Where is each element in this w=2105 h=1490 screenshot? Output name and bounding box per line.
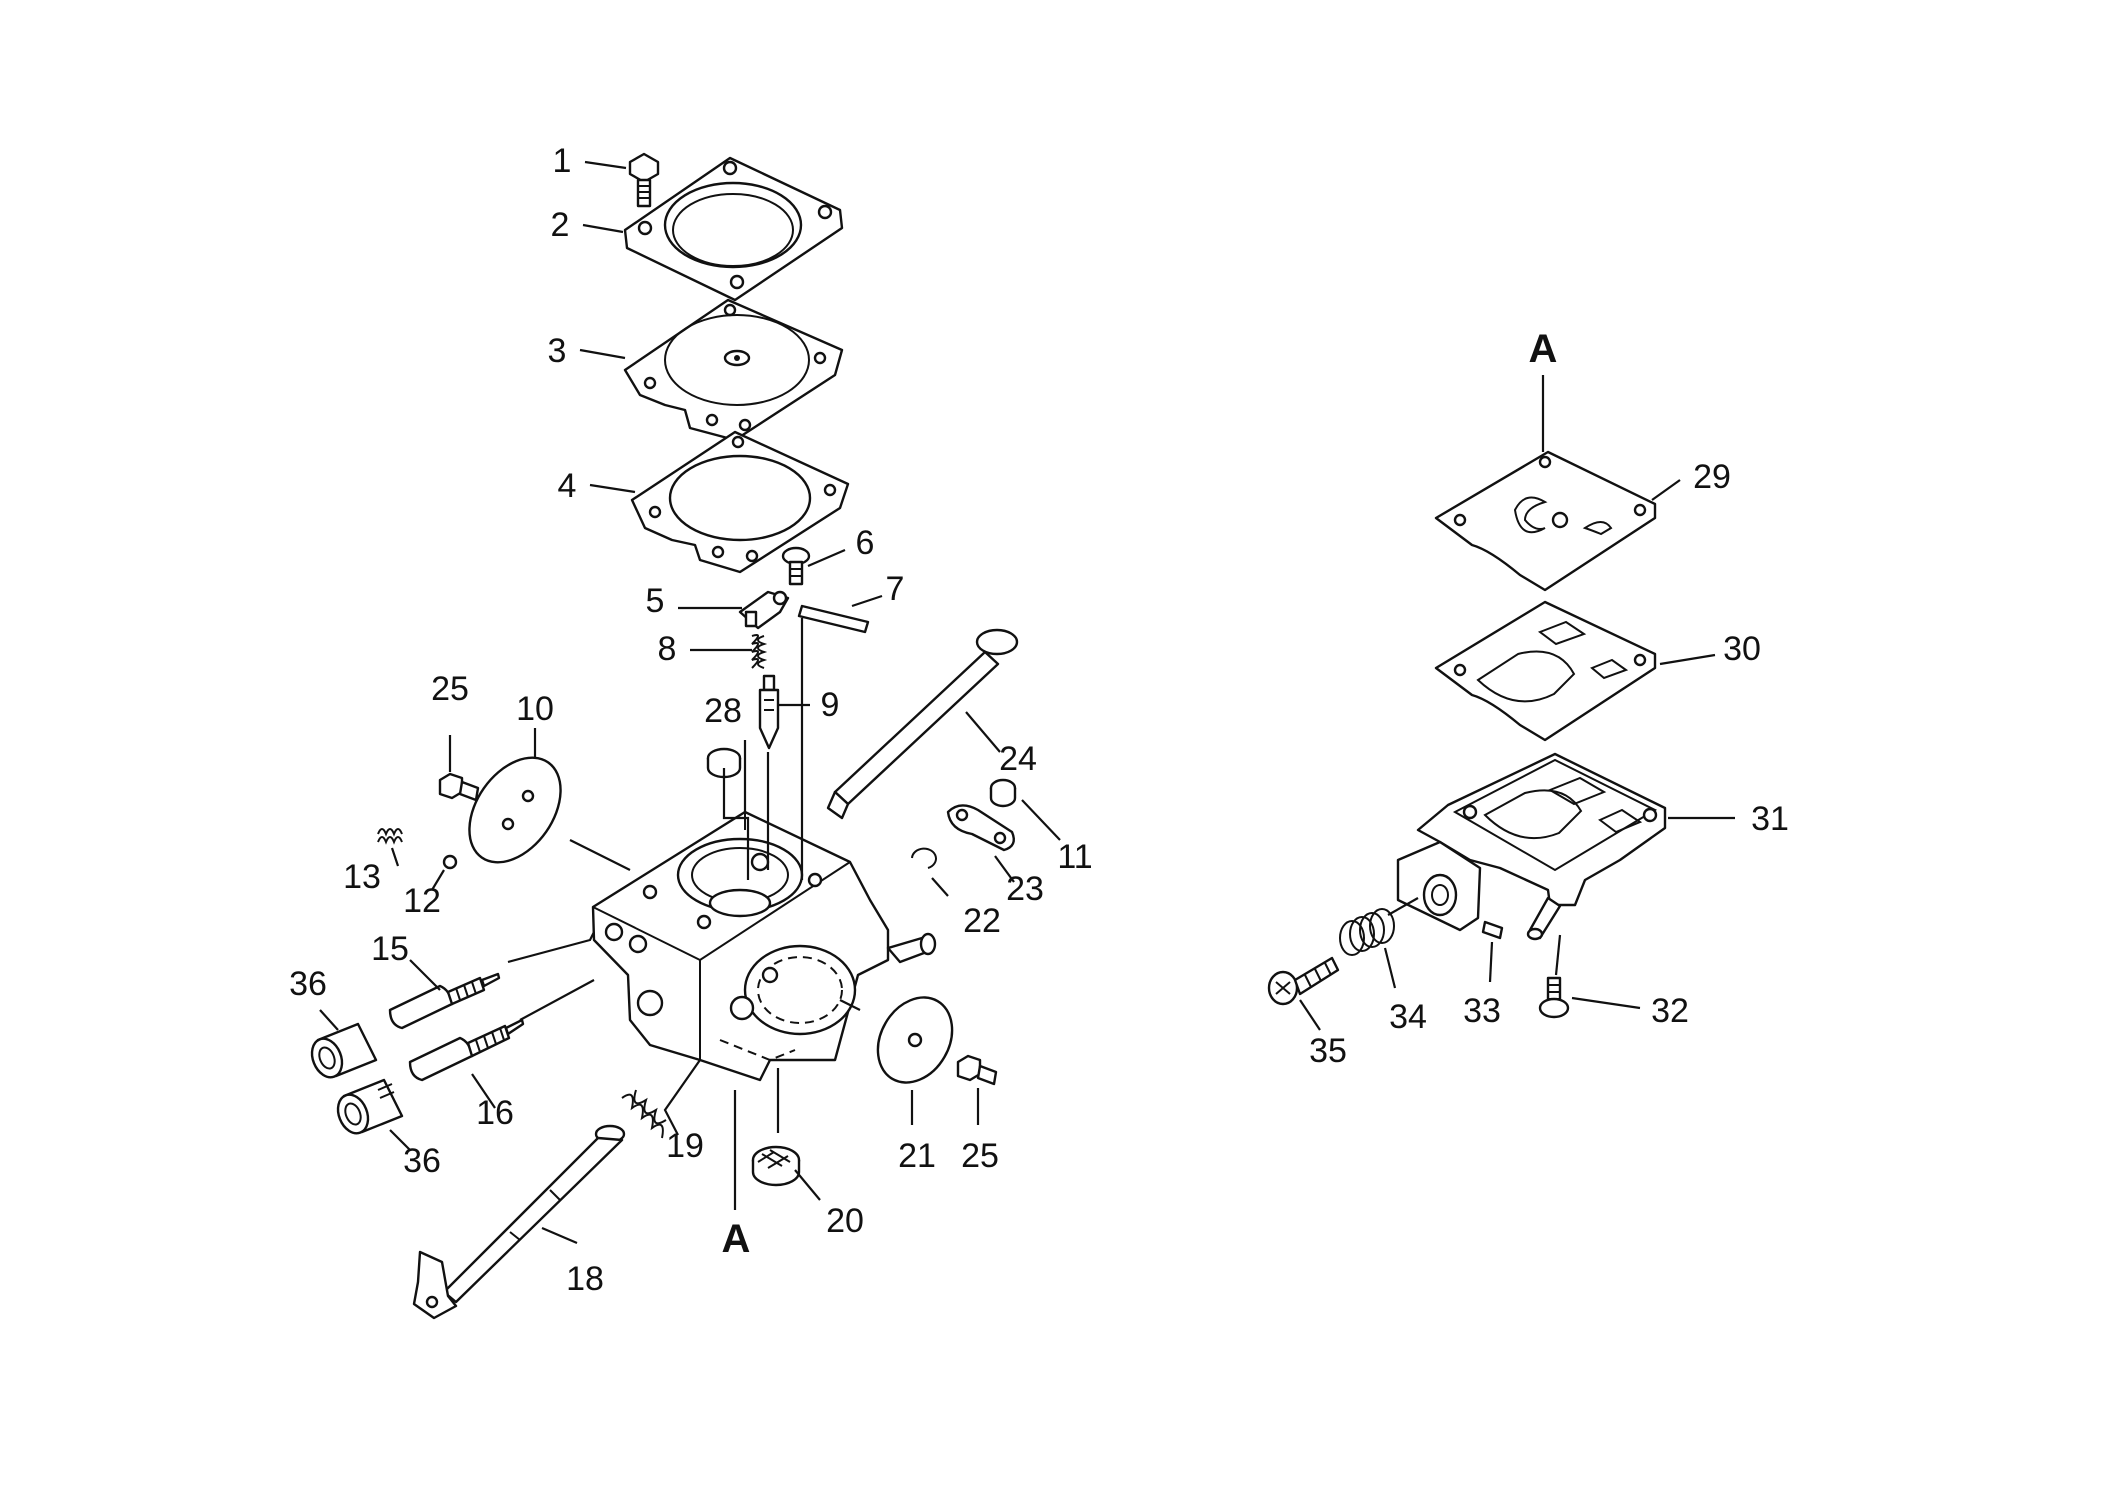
part-36-limiter-cap-upper [310,1022,378,1079]
callout-35: 35 [1309,1032,1347,1070]
callout-1: 1 [553,142,572,180]
parts-left-assembly [310,152,1019,1320]
callout-16: 16 [476,1094,514,1132]
callout-9: 9 [821,686,840,724]
part-10-throttle-plate [468,756,562,864]
callout-2: 2 [551,206,570,244]
part-33-pin [1481,920,1504,940]
callout-21: 21 [898,1137,936,1175]
callout-25-lower: 25 [961,1137,999,1175]
callout-36-lower: 36 [403,1142,441,1180]
callout-23: 23 [1006,870,1044,908]
part-23-stop-plate [946,804,1015,852]
part-2-pump-cover [623,156,844,302]
callout-labels: 1 2 3 4 5 6 7 8 9 10 11 12 13 15 16 18 1… [289,142,1789,1298]
part-11-screw [989,778,1017,808]
part-32-screw [1538,976,1570,1019]
callout-13: 13 [343,858,381,896]
callout-36-upper: 36 [289,965,327,1003]
part-12-ball [442,854,458,870]
part-34-spring [1339,908,1395,956]
callout-34: 34 [1389,998,1427,1036]
leader-lines [319,160,1735,1245]
callout-25-upper: 25 [431,670,469,708]
reference-mark-a-right: A [1529,327,1558,371]
part-13-spring [377,828,403,845]
part-31-pump-body [1396,752,1667,941]
callout-30: 30 [1723,630,1761,668]
part-21-disc [876,996,954,1084]
part-36-limiter-cap-lower [336,1078,404,1135]
part-19-spring [621,1089,667,1139]
part-7-pin [797,604,870,634]
part-5-metering-lever [738,590,790,630]
carburetor-body [591,810,937,1082]
callout-3: 3 [548,332,567,370]
part-35-tapping-screw [1267,956,1340,1006]
part-20-filter-screen [751,1145,801,1187]
part-30-gasket [1434,600,1657,742]
callout-22: 22 [963,902,1001,940]
part-8-spring [751,634,768,669]
callout-6: 6 [856,524,875,562]
part-18-choke-shaft [412,1124,626,1320]
parts-right-assembly [1267,450,1667,1019]
callout-20: 20 [826,1202,864,1240]
part-3-diaphragm [623,298,844,442]
callout-19: 19 [666,1127,704,1165]
part-1-screw [628,152,660,208]
callout-24: 24 [999,740,1037,778]
callout-31: 31 [1751,800,1789,838]
callout-18: 18 [566,1260,604,1298]
reference-mark-a-left: A [722,1217,751,1261]
callout-11: 11 [1057,838,1092,876]
callout-10: 10 [516,690,554,728]
callout-33: 33 [1463,992,1501,1030]
callout-29: 29 [1693,458,1731,496]
part-4-gasket [630,430,850,574]
callout-15: 15 [371,930,409,968]
callout-7: 7 [886,570,905,608]
part-25-screw-upper [438,772,480,802]
part-22-e-clip [911,847,937,869]
callout-32: 32 [1651,992,1689,1030]
part-24-throttle-shaft [826,628,1019,820]
part-29-gasket [1434,450,1657,592]
part-15-adjusting-needle [388,972,501,1030]
part-16-adjusting-needle [408,1018,525,1082]
part-6-screw [781,546,811,586]
callout-8: 8 [658,630,677,668]
callout-5: 5 [646,582,665,620]
callout-28: 28 [704,692,742,730]
callout-4: 4 [558,467,577,505]
part-25-screw-lower [956,1054,998,1086]
part-9-inlet-needle [758,674,780,750]
callout-12: 12 [403,882,441,920]
